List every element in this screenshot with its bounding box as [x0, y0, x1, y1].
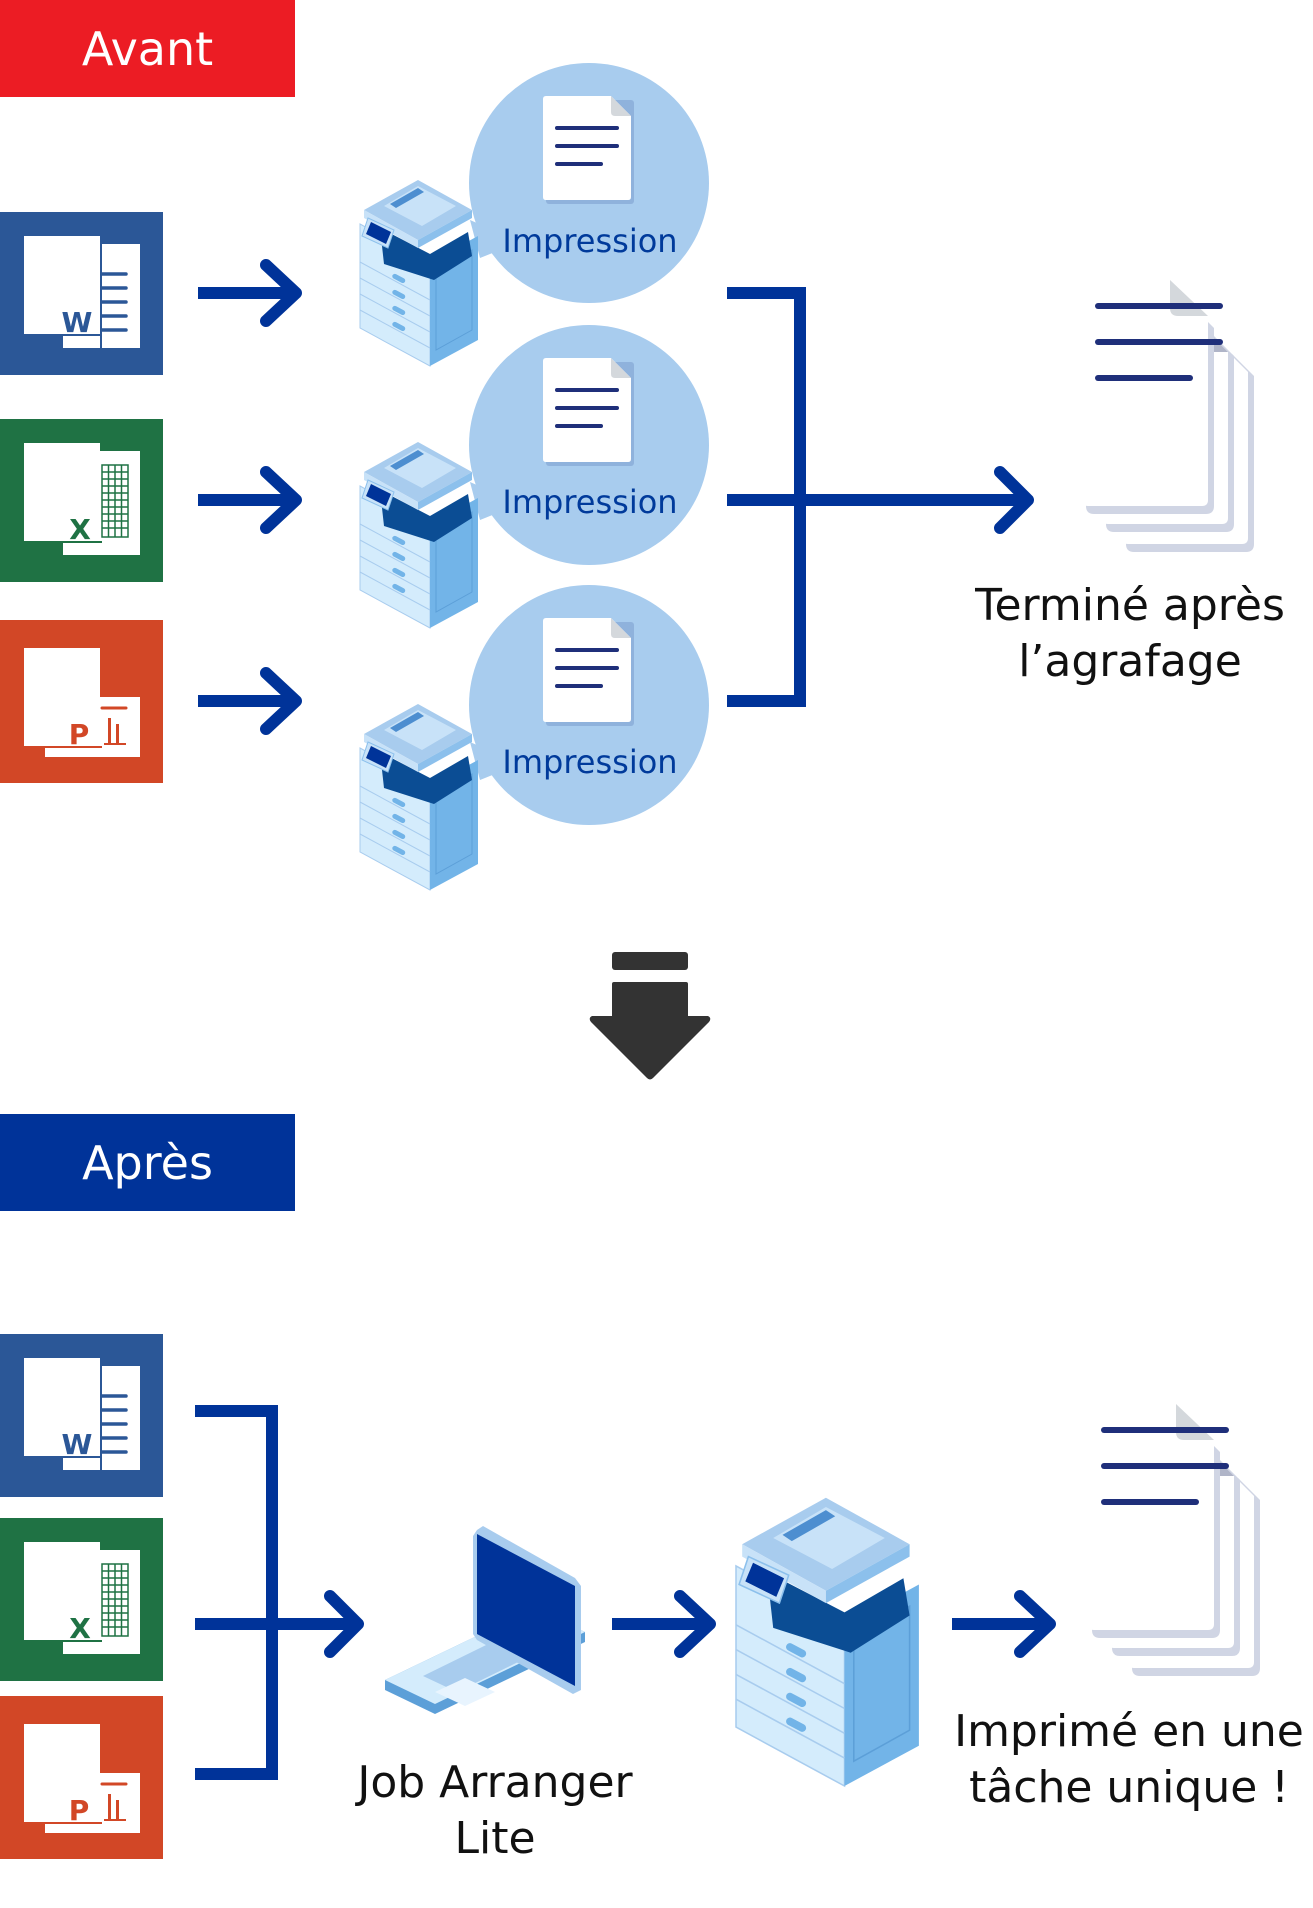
print-bubble-2: Impression	[469, 325, 709, 565]
document-icon	[541, 94, 636, 206]
print-bubble-1: Impression	[469, 63, 709, 303]
word-icon	[0, 210, 165, 377]
print-bubble-3: Impression	[469, 585, 709, 825]
before-result-line1: Terminé après	[975, 580, 1285, 631]
arrow-right-icon	[198, 673, 296, 729]
document-icon	[541, 616, 636, 728]
after-result-line2: tâche unique !	[969, 1762, 1289, 1813]
after-result-line1: Imprimé en une	[954, 1706, 1304, 1757]
merge-bracket	[727, 287, 1024, 707]
word-icon	[0, 1332, 165, 1499]
print-bubble-label: Impression	[502, 743, 677, 781]
before-result-caption: Terminé après l’agrafage	[950, 578, 1310, 690]
arrow-right-icon	[198, 472, 296, 528]
merge-bracket	[195, 1405, 354, 1780]
software-caption: Job Arranger Lite	[320, 1755, 670, 1867]
arrow-right-icon	[952, 1596, 1050, 1652]
printer-icon	[359, 703, 479, 891]
arrow-right-icon	[198, 265, 296, 321]
software-line1: Job Arranger	[357, 1757, 633, 1808]
after-result-caption: Imprimé en une tâche unique !	[945, 1704, 1313, 1816]
print-bubble-label: Impression	[502, 483, 677, 521]
powerpoint-icon	[0, 618, 165, 785]
printer-icon	[359, 179, 479, 367]
printer-icon	[359, 441, 479, 629]
arrow-right-icon	[612, 1596, 710, 1652]
arrow-head-icon	[324, 1590, 364, 1658]
print-bubble-label: Impression	[502, 222, 677, 260]
after-banner-label: Après	[82, 1135, 213, 1190]
excel-icon	[0, 1517, 164, 1682]
before-result-line2: l’agrafage	[1018, 636, 1242, 687]
after-banner: Après	[0, 1114, 295, 1211]
document-icon	[541, 356, 636, 468]
excel-icon	[0, 418, 164, 583]
arrow-head-icon	[994, 466, 1034, 534]
powerpoint-icon	[0, 1694, 165, 1861]
before-banner: Avant	[0, 0, 295, 97]
before-banner-label: Avant	[81, 21, 214, 76]
document-stack-icon	[1088, 1404, 1260, 1676]
down-arrow-icon	[589, 952, 711, 1080]
laptop-icon	[385, 1526, 585, 1714]
printer-icon	[735, 1496, 920, 1787]
document-stack-icon	[1082, 280, 1254, 552]
software-line2: Lite	[454, 1813, 536, 1864]
